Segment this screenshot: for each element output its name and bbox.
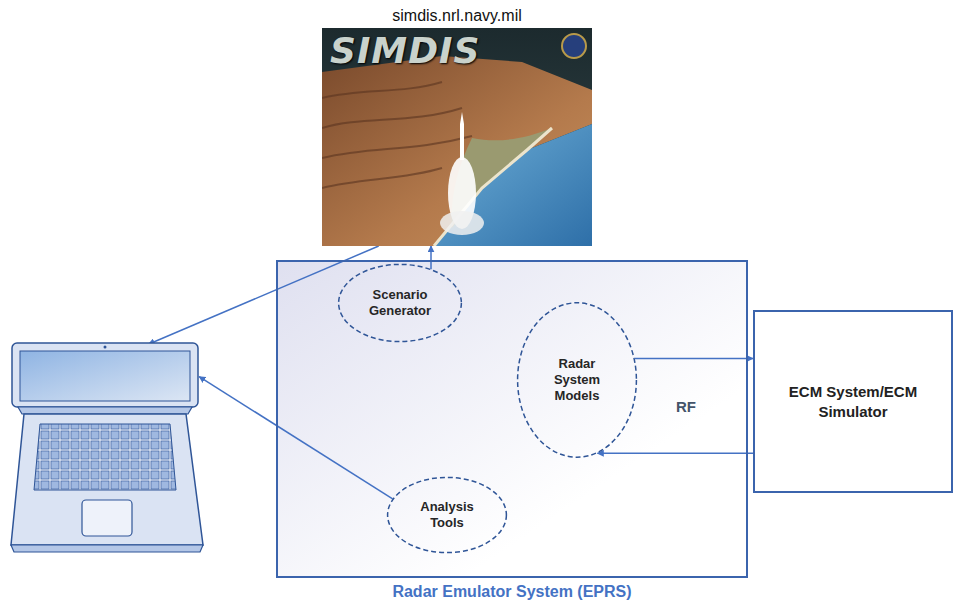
- ellipse-outline-shape: [339, 264, 462, 341]
- system-boundary: Radar Emulator System (EPRS) Scenario Gen…: [276, 260, 748, 602]
- node-text: Scenario Generator: [357, 287, 444, 320]
- image-frame: SIMDIS: [322, 28, 592, 246]
- function-ellipse: Radar System Models: [517, 302, 637, 458]
- laptop-icon: [10, 340, 205, 555]
- url-caption: simdis.nrl.navy.mil: [322, 4, 592, 28]
- exhaust-cloud: [440, 211, 484, 235]
- laptop-touchpad: [82, 500, 132, 536]
- label-anchor: RF: [676, 398, 696, 415]
- sea: [434, 124, 592, 246]
- system-heading: Radar Emulator System (EPRS): [392, 582, 631, 602]
- ellipse-outline-shape: [518, 303, 637, 457]
- connector-arrow: [199, 377, 392, 499]
- node-text: ECM System/ECM Simulator: [768, 382, 938, 421]
- ridges: [322, 82, 472, 188]
- node-text: Analysis Tools: [405, 499, 489, 532]
- simulation-view: simdis.nrl.navy.mil SIMDIS: [322, 4, 592, 246]
- sky: [322, 28, 592, 246]
- shoreline: [434, 128, 552, 246]
- signal-label: RF: [676, 398, 696, 415]
- logo-text: SIMDIS: [322, 28, 592, 71]
- navy-seal: [562, 34, 586, 58]
- system-frame: [276, 260, 748, 578]
- ellipse-outline-shape: [388, 477, 507, 552]
- system-fill: [276, 260, 748, 578]
- node-text: Radar System Models: [535, 356, 619, 405]
- terrain: [322, 56, 592, 246]
- connector-arrow: [598, 453, 753, 455]
- laptop-base: [11, 414, 203, 545]
- laptop-picture: [10, 340, 205, 555]
- laptop-screen: [20, 351, 190, 401]
- function-ellipse: Analysis Tools: [387, 477, 507, 553]
- laptop-lip: [11, 545, 203, 552]
- laptop-keyboard: [34, 424, 176, 490]
- laptop-lid: [12, 343, 198, 407]
- process-box: ECM System/ECM Simulator: [753, 310, 953, 493]
- function-ellipse: Scenario Generator: [338, 264, 462, 342]
- laptop-camera: [104, 346, 107, 349]
- connector-arrow: [430, 246, 432, 269]
- rocket: [460, 112, 464, 160]
- laptop-hinge: [18, 407, 192, 414]
- connector-arrow: [635, 358, 753, 360]
